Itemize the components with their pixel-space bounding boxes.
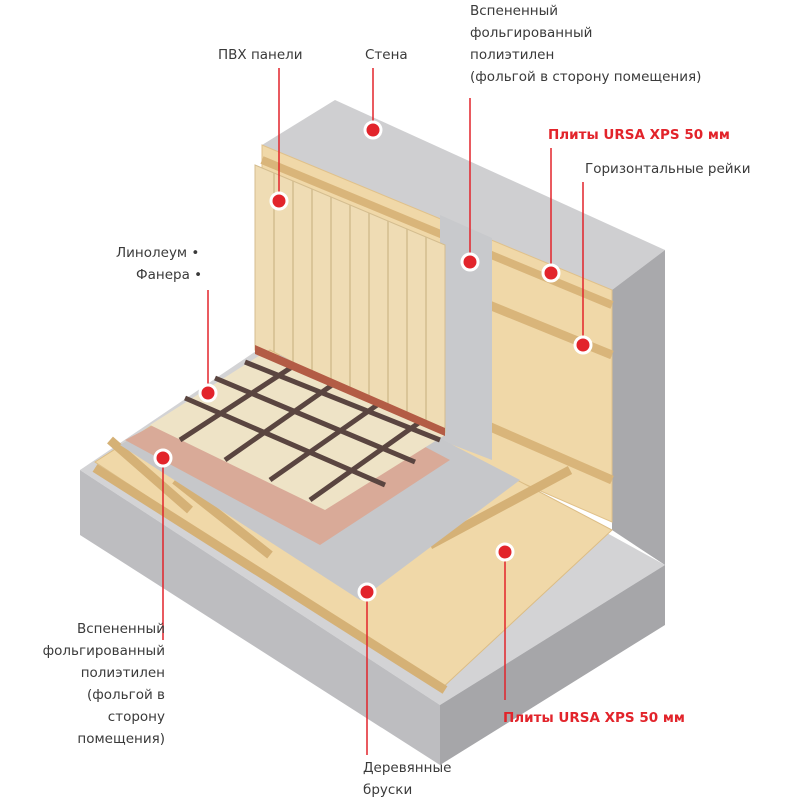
label-plywood: Фанера • bbox=[136, 267, 203, 283]
linoleum bbox=[150, 352, 445, 510]
label-line: (фольгой в сторону помещения) bbox=[470, 69, 702, 85]
wall-top bbox=[262, 100, 665, 290]
label-foil-top: Вспененный фольгированный полиэтилен (фо… bbox=[470, 0, 701, 88]
label-pvc-panels: ПВХ панели bbox=[218, 47, 303, 63]
label-foil-bottom: Вспененный фольгированный полиэтилен (фо… bbox=[43, 618, 165, 750]
marker-icon bbox=[198, 383, 218, 403]
marker-icon bbox=[363, 120, 383, 140]
marker-icons bbox=[153, 120, 593, 602]
marker-icon bbox=[269, 191, 289, 211]
marker-icon bbox=[573, 335, 593, 355]
label-line: сторону bbox=[107, 709, 165, 725]
label-ursa-bottom: Плиты URSA XPS 50 мм bbox=[503, 710, 685, 726]
label-line: фольгированный bbox=[42, 643, 165, 659]
label-line: фольгированный bbox=[470, 25, 593, 41]
label-line: полиэтилен bbox=[80, 665, 165, 681]
label-line: Вспененный bbox=[470, 3, 559, 19]
label-wall: Стена bbox=[365, 47, 408, 63]
floor-slab-right bbox=[440, 565, 665, 765]
leader-lines bbox=[162, 68, 584, 755]
label-line: полиэтилен bbox=[470, 47, 555, 63]
label-line: Деревянные bbox=[363, 760, 452, 776]
label-horizontal-rails: Горизонтальные рейки bbox=[585, 161, 751, 177]
wood-bars bbox=[92, 436, 573, 694]
wall-side bbox=[612, 250, 665, 565]
pvc-panels bbox=[254, 164, 446, 433]
floor-slab-left bbox=[80, 470, 440, 765]
label-wood-bars: Деревянные бруски bbox=[363, 757, 451, 800]
marker-icon bbox=[357, 582, 377, 602]
marker-icon bbox=[541, 263, 561, 283]
wall-foil bbox=[440, 215, 492, 460]
marker-icon bbox=[495, 542, 515, 562]
marker-icon bbox=[153, 448, 173, 468]
label-line: помещения) bbox=[77, 731, 165, 747]
marker-icon bbox=[460, 252, 480, 272]
label-linoleum: Линолеум • bbox=[116, 245, 200, 261]
label-line: Вспененный bbox=[76, 621, 165, 637]
skirting bbox=[255, 345, 445, 436]
label-ursa-top: Плиты URSA XPS 50 мм bbox=[548, 127, 730, 143]
label-line: бруски bbox=[363, 782, 413, 798]
linoleum-pattern bbox=[178, 359, 441, 503]
label-line: (фольгой в bbox=[86, 687, 165, 703]
